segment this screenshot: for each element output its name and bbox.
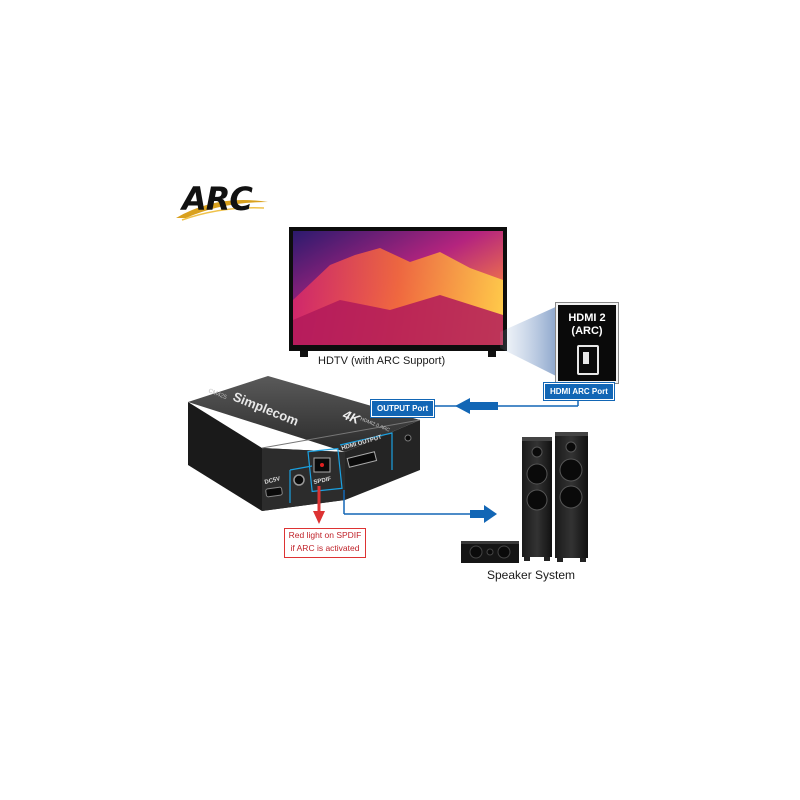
spdif-note-line2: if ARC is activated (285, 542, 365, 555)
hdmi-callout-line1: HDMI 2 (558, 312, 616, 325)
spdif-note: Red light on SPDIF if ARC is activated (284, 528, 366, 558)
speaker-caption: Speaker System (487, 568, 575, 582)
speaker-system (461, 432, 588, 563)
tweeter-right (566, 442, 576, 452)
device-box: Simplecom CM425 4K HDMI2.0 ARC DC5V SPDI… (188, 376, 420, 511)
arrow-right-icon (484, 505, 497, 523)
spdif-note-line1: Red light on SPDIF (285, 529, 365, 542)
hdmi-callout-line2: (ARC) (558, 325, 616, 338)
device-button (405, 435, 411, 441)
tv (289, 227, 507, 357)
hdmi-arc-port-tag: HDMI ARC Port (544, 383, 614, 400)
arrow-down-icon (313, 511, 325, 524)
tv-caption: HDTV (with ARC Support) (318, 355, 445, 367)
speaker-arrow (344, 490, 497, 523)
tv-foot-left (300, 351, 308, 357)
tweeter-left (532, 447, 542, 457)
hdmi-port-icon (577, 345, 599, 375)
spdif-red-light (320, 463, 324, 467)
arrow-left-icon (455, 398, 470, 414)
dc-port (266, 487, 283, 497)
output-port-tag: OUTPUT Port (371, 400, 434, 417)
tv-foot-right (488, 351, 496, 357)
hdmi-arc-callout: HDMI 2 (ARC) (556, 303, 618, 383)
headphone-jack (294, 475, 304, 485)
hdmi-beam (500, 305, 560, 378)
